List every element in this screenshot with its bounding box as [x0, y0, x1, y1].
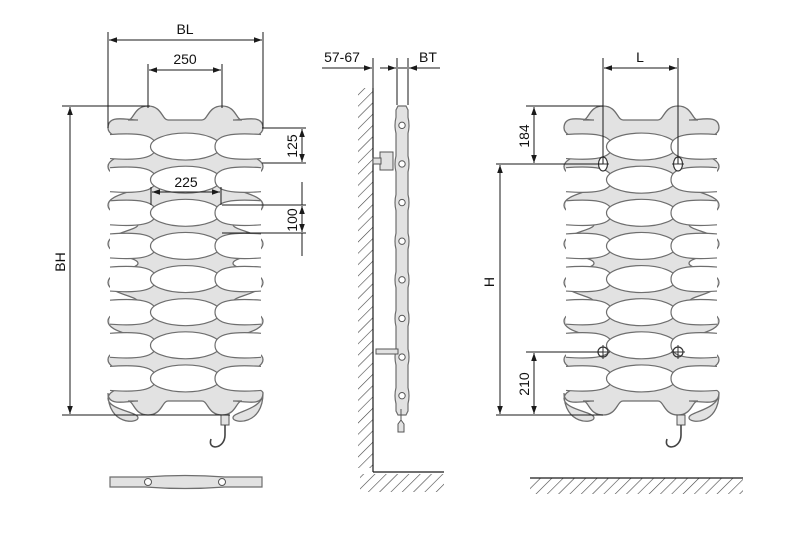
hole-width-label: 225	[174, 174, 198, 190]
front-radiator-panel	[107, 105, 264, 448]
side-dimension-lines	[322, 58, 440, 105]
bh-label: BH	[52, 252, 68, 271]
side-boss	[398, 198, 406, 207]
wall-hatch	[358, 88, 373, 468]
mount-hole-center	[605, 231, 678, 261]
front-hole-center	[149, 264, 222, 294]
mount-hole-left	[565, 365, 613, 392]
side-boss	[398, 353, 406, 361]
wall-distance-label: 57-67	[324, 49, 360, 65]
top-view-profile	[109, 474, 263, 490]
mount-hole-right	[670, 166, 718, 193]
front-view: BL 250 225 125 100 BH	[52, 21, 306, 448]
side-view: 57-67 BT	[322, 49, 444, 492]
side-boss	[398, 276, 406, 284]
front-hole-center	[149, 132, 222, 161]
side-boss	[398, 314, 406, 323]
side-top-bracket	[379, 151, 394, 171]
connection-distance-label: L	[636, 49, 644, 65]
mount-hole-center	[605, 264, 678, 294]
top-profile-hole-left	[144, 478, 152, 486]
front-hole-right	[214, 199, 262, 227]
mount-valve-hook	[665, 425, 682, 448]
mount-hole-right	[670, 199, 718, 227]
side-boss	[398, 237, 406, 245]
side-top-bracket-arm	[372, 157, 382, 165]
top-offset-label: 184	[516, 124, 532, 148]
mount-view: L 184 H 210	[481, 49, 743, 494]
mount-hole-left	[565, 133, 613, 160]
front-hole-center	[149, 331, 222, 360]
mount-valve-body	[676, 414, 686, 426]
front-dimension-lines	[62, 32, 306, 416]
mount-hole-left	[565, 332, 613, 359]
mount-hole-left	[565, 265, 613, 293]
side-boss	[398, 160, 406, 168]
hole-height-label: 100	[284, 208, 300, 232]
front-hole-center	[149, 198, 222, 227]
side-boss	[398, 121, 406, 130]
mount-hole-right	[670, 265, 718, 293]
mount-hole-center	[605, 298, 678, 327]
front-hole-left	[109, 199, 157, 227]
front-hole-left	[109, 133, 157, 160]
mount-hole-left	[565, 232, 613, 260]
side-bosses	[398, 121, 406, 400]
mount-floor-hatch	[530, 478, 743, 494]
front-valve-body	[220, 414, 230, 426]
mount-dimension-lines	[496, 58, 679, 416]
front-hole-left	[109, 265, 157, 293]
row-pitch-label: 125	[284, 134, 300, 158]
center-distance-label: 250	[173, 51, 197, 67]
bottom-offset-label: 210	[516, 372, 532, 396]
side-boss	[398, 391, 406, 400]
front-hole-right	[214, 133, 262, 160]
front-hole-right	[214, 265, 262, 293]
mount-hole-right	[670, 133, 718, 160]
mount-hole-left	[565, 298, 613, 326]
side-radiator-body	[372, 105, 410, 433]
top-profile-hole-right	[218, 478, 226, 486]
mount-height-label: H	[481, 277, 497, 287]
side-valve	[397, 409, 405, 433]
mount-hole-center	[605, 165, 678, 194]
front-hole-right	[214, 365, 262, 392]
mount-radiator-panel	[563, 105, 720, 448]
front-hole-right	[214, 232, 262, 260]
front-hole-center	[149, 364, 222, 393]
mount-hole-right	[670, 232, 718, 260]
front-hole-left	[109, 232, 157, 260]
mount-hole-right	[670, 298, 718, 326]
mount-hole-center	[605, 331, 678, 360]
side-bottom-bracket	[375, 348, 399, 355]
front-hole-right	[214, 166, 262, 193]
front-hole-right	[214, 332, 262, 359]
front-hole-left	[109, 332, 157, 359]
bl-label: BL	[176, 21, 193, 37]
front-hole-left	[109, 365, 157, 392]
front-valve-hook	[209, 425, 226, 448]
mount-hole-center	[605, 364, 678, 393]
front-hole-left	[109, 298, 157, 326]
top-profile-body	[109, 474, 263, 490]
front-hole-left	[109, 166, 157, 193]
depth-label: BT	[419, 49, 437, 65]
front-hole-center	[149, 298, 222, 327]
front-hole-right	[214, 298, 262, 326]
mount-hole-right	[670, 365, 718, 392]
side-panel-profile	[394, 105, 410, 416]
side-floor-hatch	[360, 474, 444, 492]
mount-hole-center	[605, 198, 678, 227]
mount-hole-center	[605, 132, 678, 161]
front-hole-center	[149, 231, 222, 261]
mount-hole-left	[565, 199, 613, 227]
